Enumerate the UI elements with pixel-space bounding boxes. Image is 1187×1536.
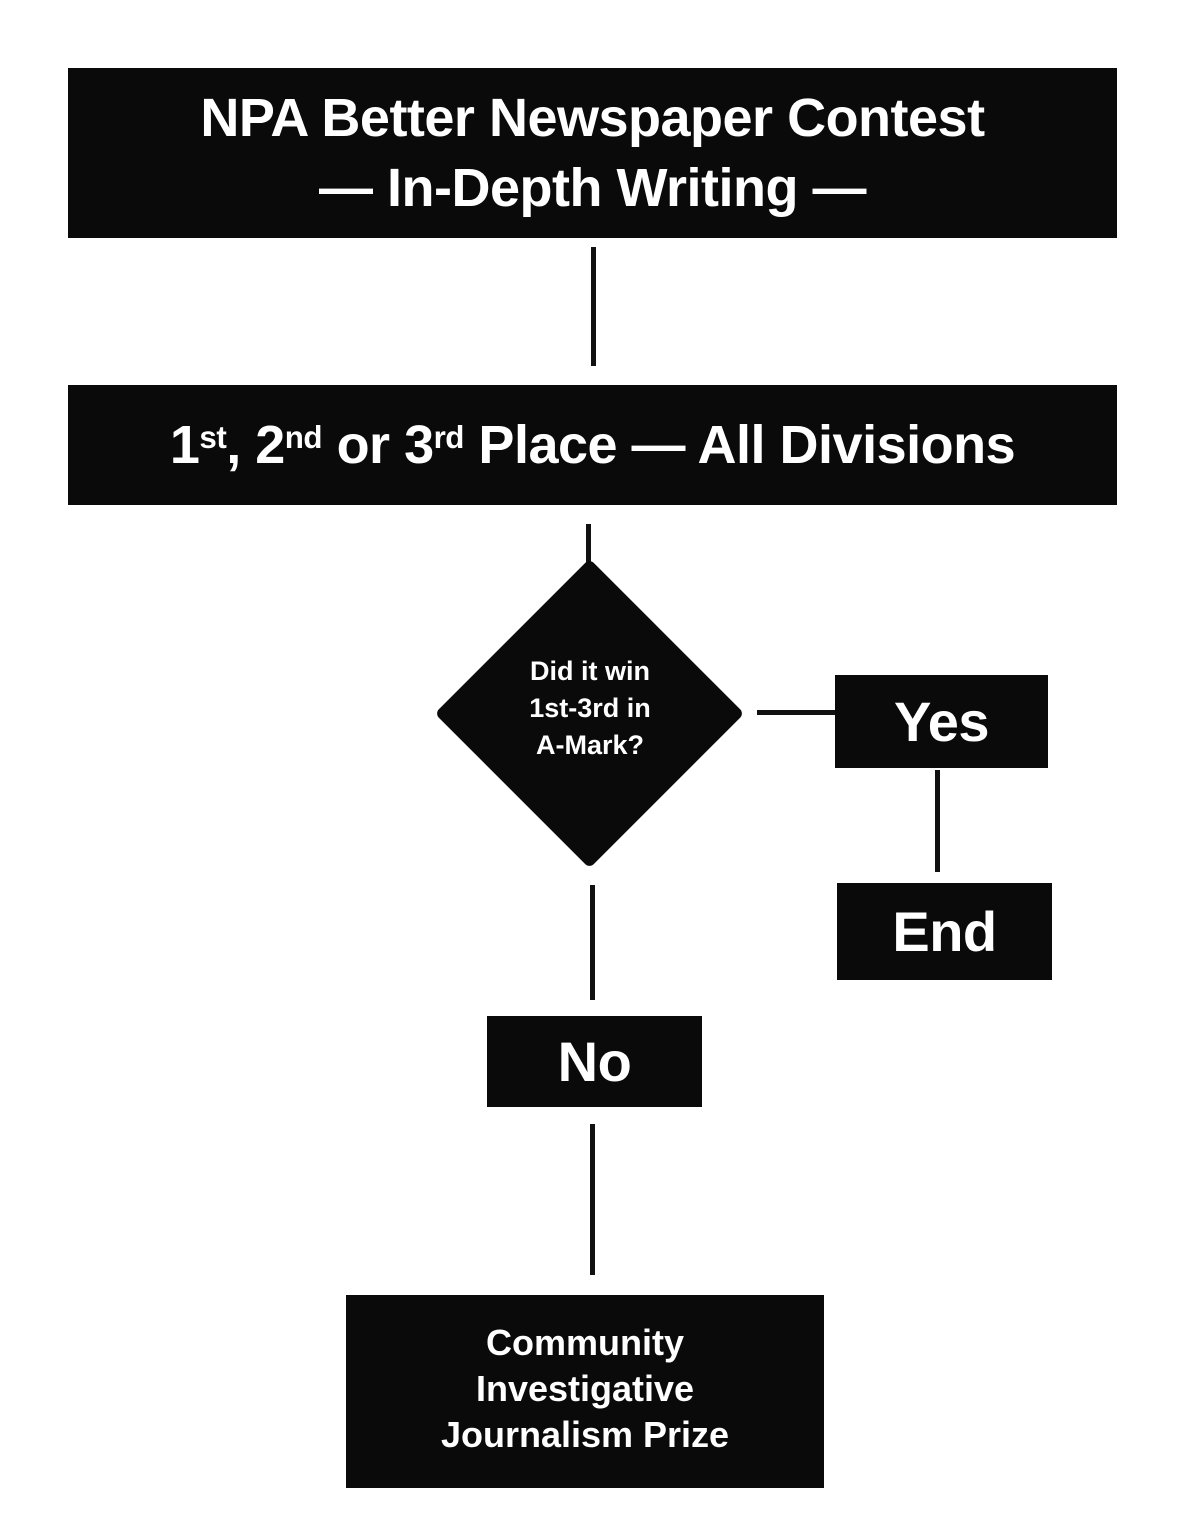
decision-line-3: A-Mark? <box>535 730 644 760</box>
prize-line-3: Journalism Prize <box>440 1413 730 1455</box>
prize-line-2: Investigative <box>475 1367 695 1409</box>
qualifier-node: 1st, 2nd or 3rd Place — All Divisions <box>68 385 1117 505</box>
no-node: No <box>487 1016 702 1107</box>
decision-line-1: Did it win <box>530 656 650 686</box>
decision-line-2: 1st-3rd in <box>529 693 651 723</box>
title-line-2: — In-Depth Writing — <box>319 158 866 218</box>
connector-qualifier-to-decision <box>586 524 591 564</box>
no-label: No <box>557 1029 632 1093</box>
end-label: End <box>892 899 997 963</box>
yes-label: Yes <box>893 689 990 753</box>
connector-title-to-qualifier <box>591 247 596 366</box>
qualifier-label: 1st, 2nd or 3rd Place — All Divisions <box>169 415 1016 475</box>
prize-line-1: Community <box>486 1321 684 1363</box>
connector-yes-to-end <box>935 770 940 872</box>
title-node: NPA Better Newspaper Contest — In-Depth … <box>68 68 1117 238</box>
connector-no-to-prize <box>590 1124 595 1275</box>
connector-decision-to-yes <box>757 710 835 715</box>
title-line-1: NPA Better Newspaper Contest <box>200 88 985 148</box>
prize-node: Community Investigative Journalism Prize <box>346 1295 824 1488</box>
yes-node: Yes <box>835 675 1048 768</box>
end-node: End <box>837 883 1052 980</box>
connector-decision-to-no <box>590 885 595 1000</box>
decision-label: Did it win 1st-3rd in A-Mark? <box>465 653 715 764</box>
